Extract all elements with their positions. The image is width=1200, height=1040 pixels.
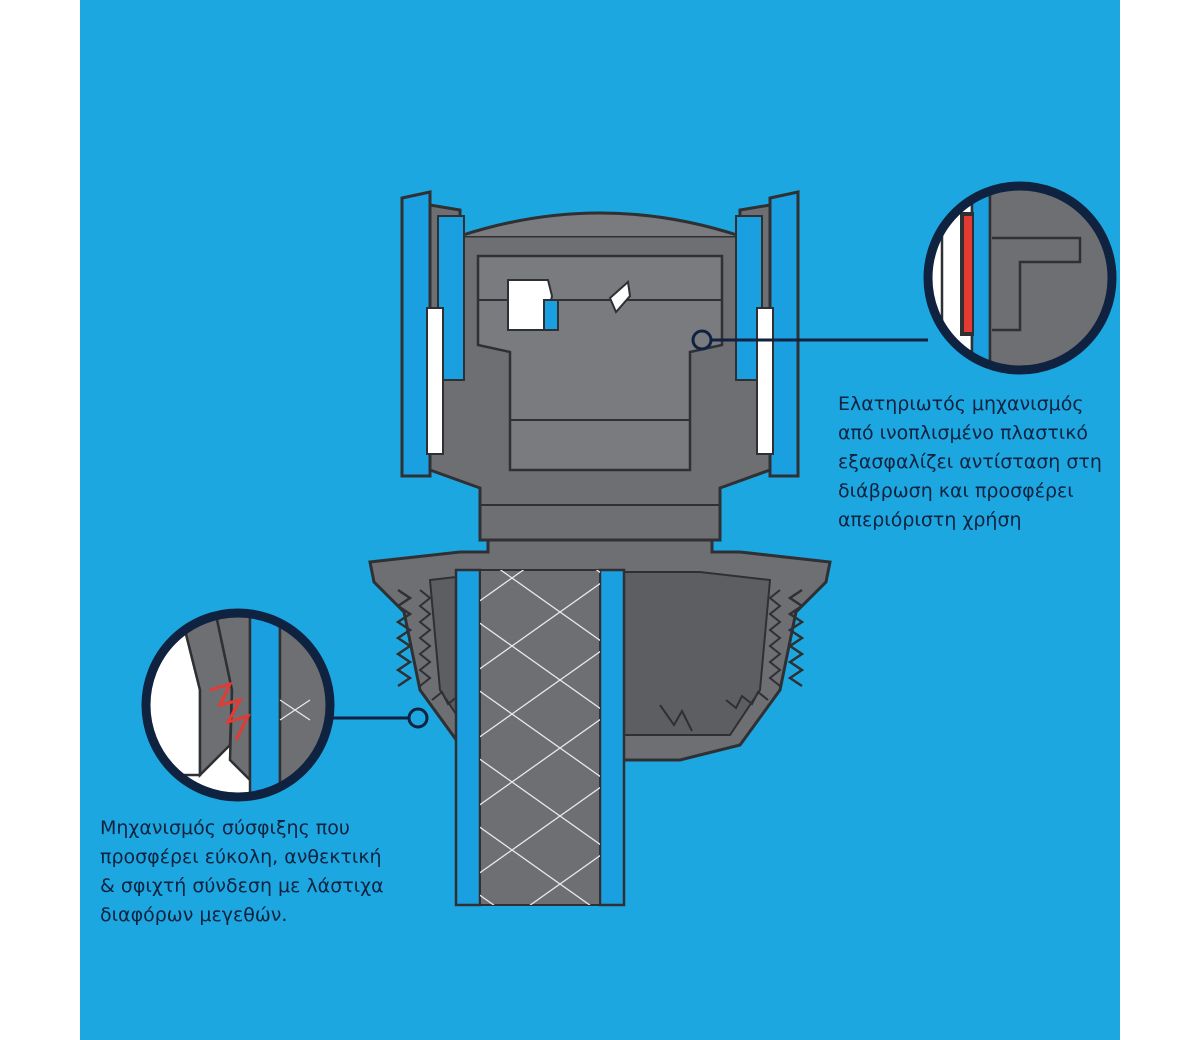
thread-left (395, 588, 413, 688)
callout-text-clamp: Μηχανισμός σύσφιξης που προσφέρει εύκολη… (100, 817, 384, 926)
hose-blue-wall-right (598, 568, 626, 907)
outer-sleeve-left (400, 190, 432, 478)
thread-right (787, 588, 805, 688)
zoom-detail-clamp (141, 608, 335, 802)
diagram-canvas: Ελατηριωτός μηχανισμός από ινοπλισμένο π… (80, 0, 1120, 1040)
callout-text-spring: Ελατηριωτός μηχανισμός από ινοπλισμένο π… (838, 393, 1102, 531)
outer-sleeve-right (768, 190, 800, 478)
spring-element-left (426, 307, 444, 455)
marker-clamp (407, 707, 429, 729)
clamp-red-highlight (209, 681, 251, 741)
hose-blue-wall-left (454, 568, 482, 907)
marker-spring (691, 329, 713, 351)
zoom-detail-spring (923, 181, 1117, 375)
connector-cross-section (141, 181, 1117, 907)
spring-element-right (756, 307, 774, 455)
spring-red-highlight (964, 216, 972, 332)
